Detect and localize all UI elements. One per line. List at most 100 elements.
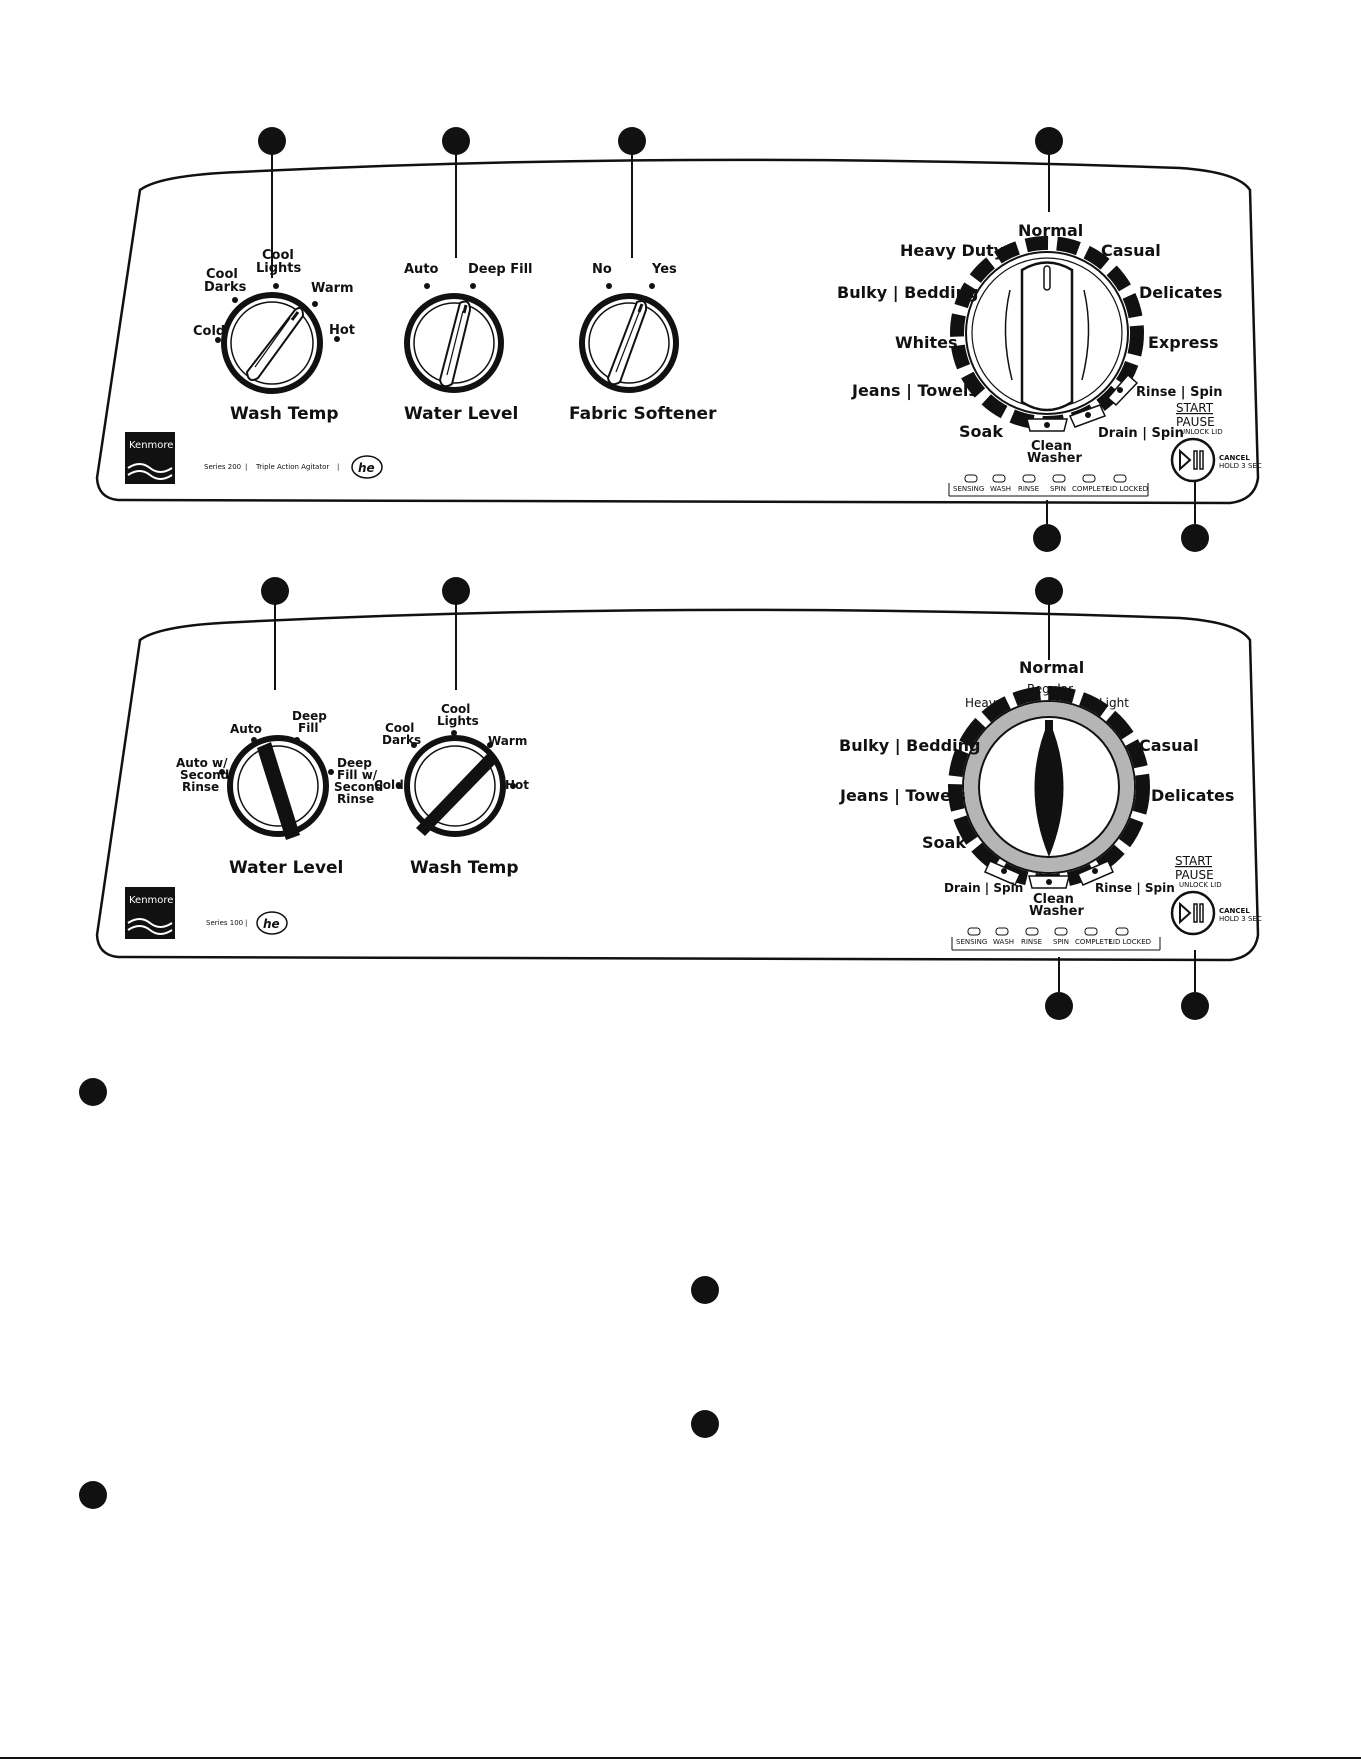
cycle-heavy-label: Heavy bbox=[965, 696, 1003, 710]
status-lights-bottom bbox=[951, 927, 1161, 951]
wash-temp-warm-label: Warm bbox=[311, 281, 354, 296]
cycle-jeans-towels-label: Jeans | Towels bbox=[851, 381, 978, 401]
cycle-heavy-duty-label: Heavy Duty bbox=[900, 241, 1005, 260]
cycle-normal-label: Normal bbox=[1018, 221, 1083, 240]
status-rinse-label-bottom: RINSE bbox=[1021, 938, 1042, 946]
kenmore-logo-top bbox=[125, 432, 175, 484]
fabric-softener-title: Fabric Softener bbox=[569, 404, 717, 424]
cycle-soak-label-bottom: Soak bbox=[922, 833, 966, 852]
separator: | bbox=[245, 463, 247, 471]
cycle-express-label: Express bbox=[1148, 333, 1219, 352]
legend-marker bbox=[79, 1078, 107, 1106]
cycle-dial-bottom[interactable] bbox=[948, 686, 1150, 889]
he-logo-top bbox=[351, 455, 383, 479]
callout-marker bbox=[1033, 524, 1061, 552]
callout-markers-bottom bbox=[261, 577, 1209, 1020]
he-logo-text: he bbox=[358, 461, 375, 475]
wash-temp-hot-label-bottom: Hot bbox=[505, 778, 529, 792]
wash-temp-cold-label-bottom: Cold bbox=[374, 778, 404, 792]
cycle-normal-label-bottom: Normal bbox=[1019, 658, 1084, 677]
hold-label: HOLD 3 SEC bbox=[1219, 462, 1262, 470]
water-level-title-bottom: Water Level bbox=[229, 858, 343, 878]
series-label: Series 200 bbox=[204, 463, 241, 471]
cycle-delicates-label: Delicates bbox=[1139, 283, 1222, 302]
wash-temp-hot-label: Hot bbox=[329, 323, 355, 338]
cycle-rinse-spin-label-bottom: Rinse | Spin bbox=[1095, 881, 1175, 895]
cycle-bulky-bedding-label-bottom: Bulky | Bedding bbox=[839, 736, 980, 756]
callout-marker bbox=[1181, 524, 1209, 552]
pause-label: PAUSE bbox=[1176, 415, 1215, 429]
hold-label-bottom: HOLD 3 SEC bbox=[1219, 915, 1262, 923]
water-level-auto-label: Auto bbox=[404, 262, 439, 277]
status-rinse-label: RINSE bbox=[1018, 485, 1039, 493]
legend-marker bbox=[691, 1276, 719, 1304]
wash-temp-knob-top[interactable] bbox=[215, 283, 340, 394]
cycle-dial-top[interactable] bbox=[950, 236, 1144, 432]
separator: | bbox=[337, 463, 339, 471]
cycle-soak-label: Soak bbox=[959, 422, 1003, 441]
callout-marker bbox=[1181, 992, 1209, 1020]
cancel-label-bottom: CANCEL bbox=[1219, 907, 1250, 915]
water-level-deep-fill-label: Deep Fill bbox=[468, 262, 533, 277]
wash-temp-title: Wash Temp bbox=[230, 404, 339, 424]
agitator-label: Triple Action Agitator bbox=[255, 463, 329, 471]
cycle-casual-label: Casual bbox=[1101, 241, 1161, 260]
panel-bottom-outline bbox=[95, 608, 1260, 962]
cancel-label: CANCEL bbox=[1219, 454, 1250, 462]
he-logo-text-bottom: he bbox=[263, 917, 280, 931]
start-pause-button-top[interactable] bbox=[1170, 437, 1216, 483]
cycle-bulky-bedding-label: Bulky | Bedding bbox=[837, 283, 978, 303]
callout-marker bbox=[1045, 992, 1073, 1020]
start-pause-button-bottom[interactable] bbox=[1170, 890, 1216, 936]
wash-temp-knob-bottom[interactable] bbox=[396, 730, 516, 837]
cycle-regular-label: Regular bbox=[1027, 682, 1073, 696]
status-wash-label-bottom: WASH bbox=[993, 938, 1014, 946]
status-lid-locked-label: LID LOCKED bbox=[1106, 485, 1148, 493]
water-level-title: Water Level bbox=[404, 404, 518, 424]
fabric-softener-yes-label: Yes bbox=[651, 262, 677, 277]
wash-temp-warm-label-bottom: Warm bbox=[488, 734, 527, 748]
cycle-drain-spin-label-bottom: Drain | Spin bbox=[944, 881, 1023, 895]
he-logo-bottom bbox=[256, 911, 288, 935]
cycle-delicates-label-bottom: Delicates bbox=[1151, 786, 1234, 805]
status-lights-top bbox=[948, 474, 1149, 497]
status-wash-label: WASH bbox=[990, 485, 1011, 493]
wash-temp-cold-label: Cold bbox=[193, 324, 225, 339]
series-label-bottom: Series 100 bbox=[206, 919, 243, 927]
cycle-drain-spin-label: Drain | Spin bbox=[1098, 426, 1184, 441]
cycle-whites-label: Whites bbox=[895, 333, 958, 352]
water-level-knob-top[interactable] bbox=[404, 283, 504, 393]
status-spin-label-bottom: SPIN bbox=[1053, 938, 1069, 946]
status-spin-label: SPIN bbox=[1050, 485, 1066, 493]
start-label-bottom: START bbox=[1175, 854, 1213, 868]
unlock-lid-label: UNLOCK LID bbox=[1180, 428, 1223, 436]
status-sensing-label: SENSING bbox=[953, 485, 984, 493]
cycle-jeans-towels-label-bottom: Jeans | Towels bbox=[839, 786, 966, 806]
kenmore-brand-text-bottom: Kenmore bbox=[129, 895, 173, 906]
callout-markers-top bbox=[258, 127, 1209, 552]
water-level-auto-label-bottom: Auto bbox=[230, 722, 262, 736]
status-lid-locked-label-bottom: LID LOCKED bbox=[1109, 938, 1151, 946]
kenmore-logo-bottom bbox=[125, 887, 175, 939]
legend-markers bbox=[79, 1078, 719, 1509]
status-complete-label-bottom: COMPLETE bbox=[1075, 938, 1113, 946]
cycle-rinse-spin-label: Rinse | Spin bbox=[1136, 385, 1222, 400]
cycle-light-label: Light bbox=[1099, 696, 1129, 710]
water-level-knob-bottom[interactable] bbox=[219, 735, 334, 840]
status-sensing-label-bottom: SENSING bbox=[956, 938, 987, 946]
unlock-lid-label-bottom: UNLOCK LID bbox=[1179, 881, 1222, 889]
fabric-softener-knob-top[interactable] bbox=[579, 283, 679, 393]
panel-top-outline bbox=[95, 158, 1260, 505]
wash-temp-title-bottom: Wash Temp bbox=[410, 858, 519, 878]
